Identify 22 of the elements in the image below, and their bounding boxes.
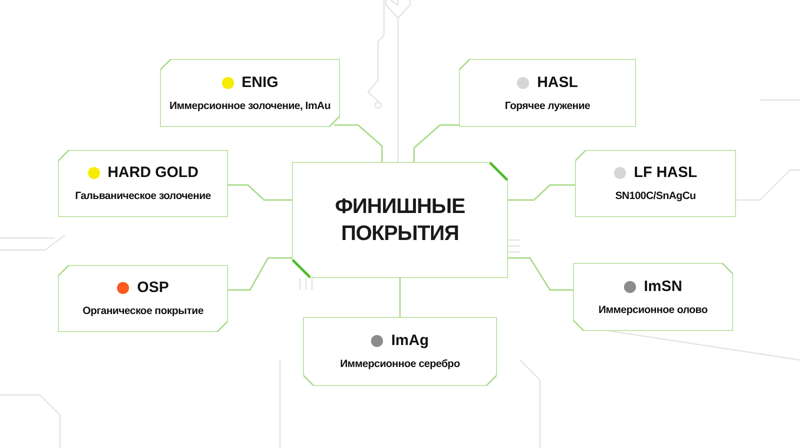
- finish-code: ImAg: [391, 332, 429, 350]
- finish-description: Иммерсионное золочение, ImAu: [168, 100, 332, 112]
- connector-trace: [399, 278, 401, 317]
- finish-code: ENIG: [242, 74, 278, 92]
- connector-trace: [228, 257, 292, 291]
- finish-code: OSP: [137, 279, 169, 297]
- finish-description: Иммерсионное серебро: [339, 358, 461, 371]
- finish-code: ImSN: [644, 278, 682, 296]
- finish-code: LF HASL: [634, 164, 698, 182]
- finish-description: Гальваническое золочение: [74, 190, 212, 203]
- finish-description: Иммерсионное олово: [597, 304, 708, 316]
- finish-description: SN100C/SnAgCu: [614, 190, 697, 203]
- connector-trace: [228, 184, 292, 201]
- finish-description: Органическое покрытие: [82, 305, 204, 318]
- finish-code: HARD GOLD: [108, 164, 198, 182]
- connector-trace: [508, 184, 575, 201]
- finish-description: Горячее лужение: [504, 100, 592, 112]
- finish-code: HASL: [537, 74, 578, 92]
- connector-trace: [334, 124, 383, 162]
- connector-trace: [413, 124, 461, 162]
- hub-title: ФИНИШНЫЕ ПОКРЫТИЯ: [334, 194, 466, 247]
- connector-trace: [508, 257, 573, 291]
